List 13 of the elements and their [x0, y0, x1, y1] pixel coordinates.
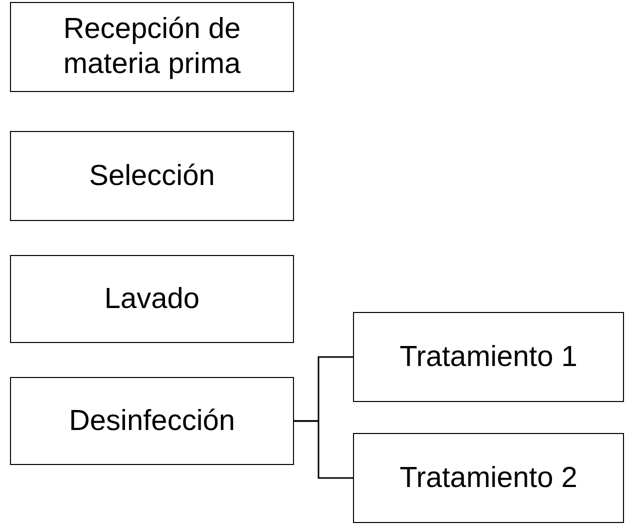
connector-line [294, 420, 353, 479]
process-box [10, 377, 294, 465]
process-box [10, 131, 294, 221]
process-box [353, 312, 624, 402]
box-label: Tratamiento 2 [400, 460, 578, 496]
box-label: Selección [89, 158, 215, 194]
process-box [353, 433, 624, 523]
process-box [10, 255, 294, 343]
box-label: Recepción de materia prima [62, 12, 242, 82]
process-box [10, 2, 294, 92]
box-label: Tratamiento 1 [400, 340, 578, 374]
box-label: Lavado [104, 282, 200, 316]
box-label: Desinfección [68, 404, 236, 438]
